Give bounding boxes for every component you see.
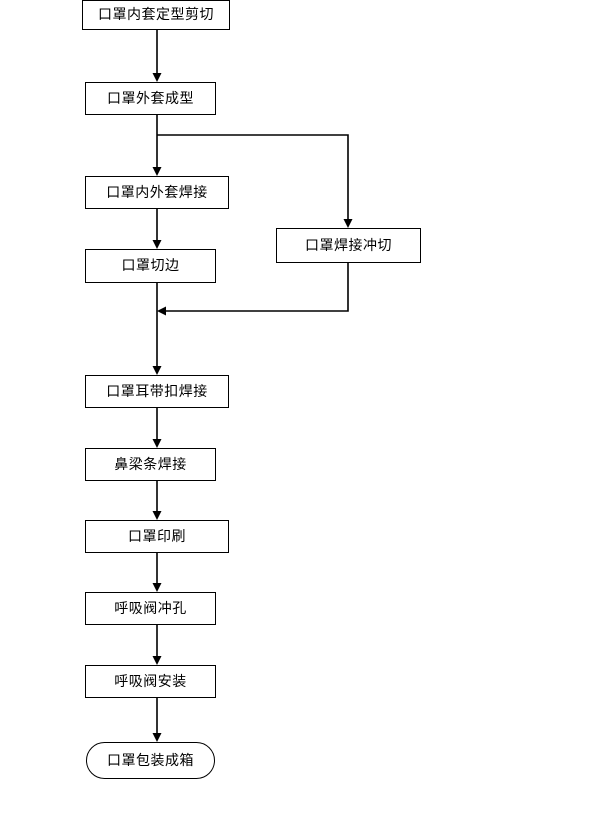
connector-e3 [157,134,349,226]
flow-node-n11[interactable]: 口罩包装成箱 [86,742,215,779]
flow-node-n3[interactable]: 口罩内外套焊接 [85,176,229,209]
connector-e5 [161,263,349,312]
flow-node-label: 鼻梁条焊接 [114,456,187,473]
flow-node-label: 口罩外套成型 [107,90,194,107]
arrowhead-e4 [152,240,162,249]
flow-node-label: 口罩耳带扣焊接 [106,383,208,400]
flow-node-n5[interactable]: 口罩焊接冲切 [276,228,421,263]
flow-node-label: 口罩内套定型剪切 [98,7,214,23]
arrowhead-e7 [152,439,162,448]
arrowhead-e5 [157,306,166,316]
arrowhead-e6 [152,366,162,375]
arrowhead-e8 [152,511,162,520]
flow-node-n2[interactable]: 口罩外套成型 [85,82,216,115]
arrowhead-e9 [152,583,162,592]
flow-node-n7[interactable]: 鼻梁条焊接 [85,448,216,481]
flow-node-n9[interactable]: 呼吸阀冲孔 [85,592,216,625]
flow-node-n10[interactable]: 呼吸阀安装 [85,665,216,698]
arrowhead-e10 [152,656,162,665]
arrowhead-e11 [152,733,162,742]
arrowhead-e3 [343,219,353,228]
arrowhead-e1 [152,73,162,82]
flow-node-label: 口罩内外套焊接 [106,184,208,201]
flow-node-label: 口罩包装成箱 [107,752,194,769]
flow-node-label: 呼吸阀冲孔 [114,600,187,617]
flow-node-label: 呼吸阀安装 [114,673,187,690]
flow-node-label: 口罩印刷 [128,528,186,545]
flow-node-n8[interactable]: 口罩印刷 [85,520,229,553]
arrowhead-e2 [152,167,162,176]
flow-node-label: 口罩焊接冲切 [305,237,392,254]
flow-node-n1[interactable]: 口罩内套定型剪切 [82,0,230,30]
flow-node-label: 口罩切边 [121,258,180,274]
flow-node-n6[interactable]: 口罩耳带扣焊接 [85,375,229,408]
flow-node-n4[interactable]: 口罩切边 [85,249,216,283]
